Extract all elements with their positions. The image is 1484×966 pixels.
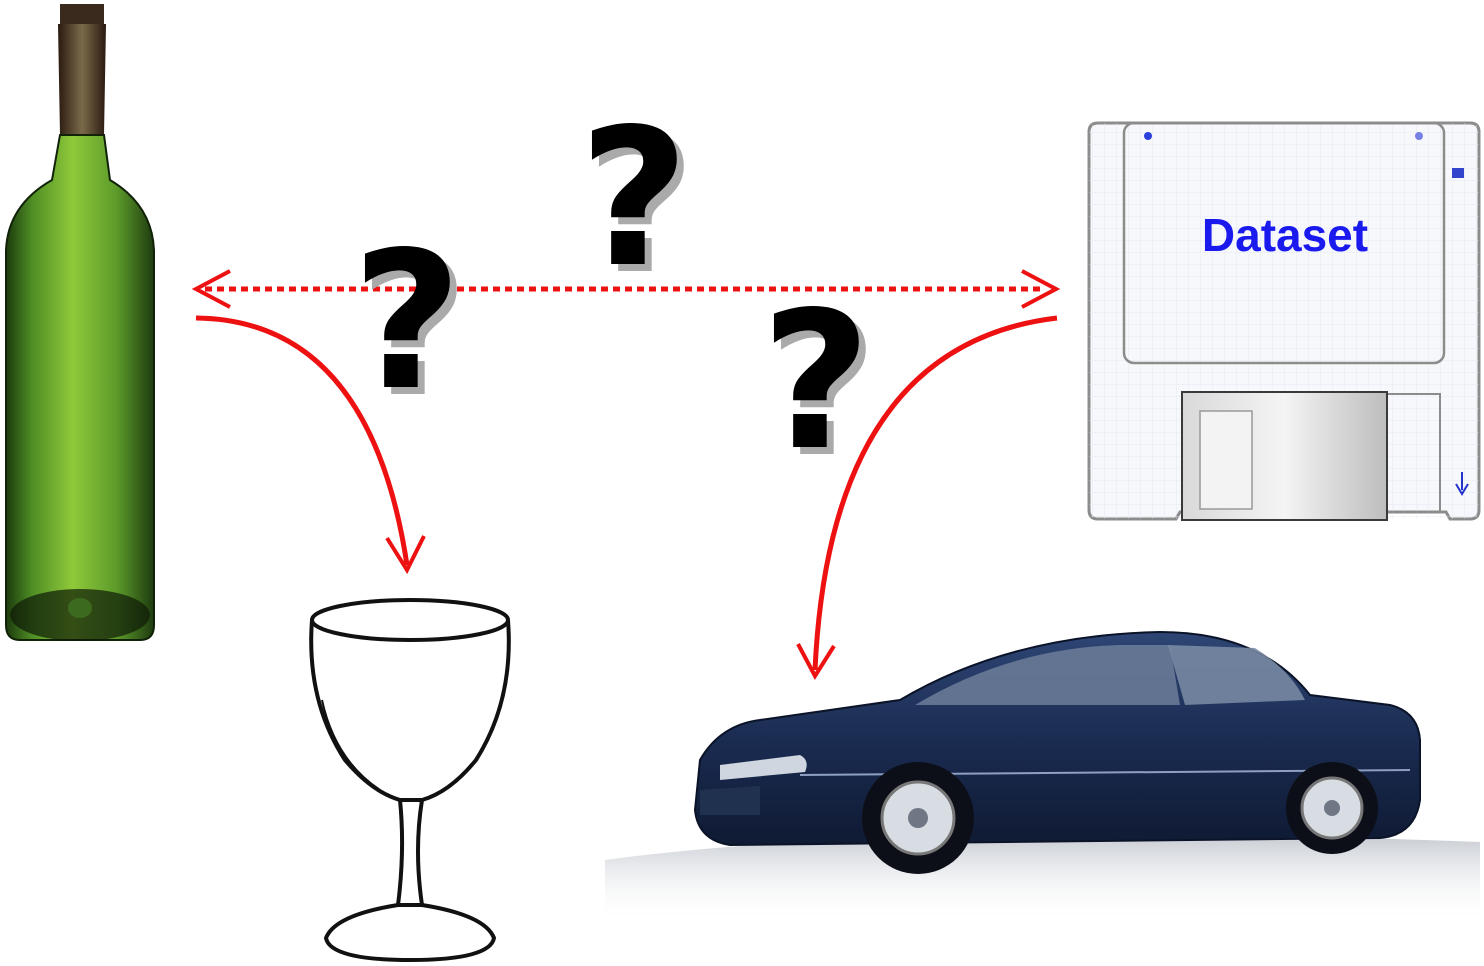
floppy-disk-icon: Dataset [1089,123,1479,520]
svg-text:?: ? [352,211,462,432]
car-icon [605,632,1480,923]
svg-text:?: ? [761,271,871,492]
dotted-arrow-left-head [196,271,230,307]
wine-bottle-icon [6,4,154,641]
wine-glass-icon [311,600,509,960]
svg-text:?: ? [579,88,689,309]
dataset-label: Dataset [1202,209,1368,261]
question-mark-left: ? ? [352,211,469,439]
question-mark-right: ? ? [761,271,878,499]
question-mark-top: ? ? [579,88,696,316]
